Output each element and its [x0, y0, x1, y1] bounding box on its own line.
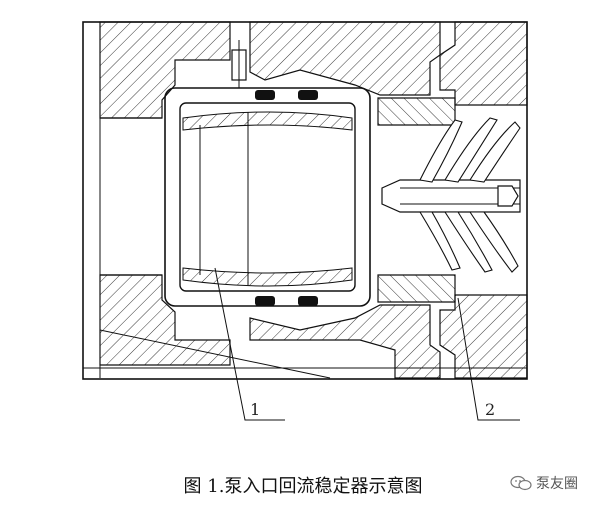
watermark-text: 泵友圈: [536, 476, 578, 492]
o-ring-bottom-right: [298, 296, 318, 306]
stabilizer-frame-inner: [179, 102, 356, 292]
casing-top-mid: [249, 21, 441, 96]
leader-line-1: [214, 267, 285, 421]
casing-bottom-left: [99, 274, 231, 366]
o-ring-top-right: [298, 90, 318, 100]
sleeve-upper: [377, 97, 456, 126]
watermark: 泵友圈: [510, 473, 578, 493]
callout-1: 1: [250, 400, 260, 419]
casing-bottom-mid: [249, 304, 441, 379]
figure-caption: 图 1.泵入口回流稳定器示意图: [183, 476, 423, 497]
o-ring-bottom-left: [255, 296, 275, 306]
leader-line-2: [457, 297, 520, 421]
wechat-icon: [510, 475, 532, 491]
o-ring-top-left: [255, 90, 275, 100]
pump-inlet-diagram: 1 2: [82, 21, 528, 421]
insert-bottom: [182, 267, 353, 287]
insert-top: [182, 111, 353, 131]
casing-bottom-right: [439, 294, 528, 379]
callout-2: 2: [485, 400, 495, 419]
shaft-nut: [497, 185, 519, 207]
casing-top-right: [439, 21, 528, 106]
sleeve-lower: [377, 274, 456, 303]
inducer-blades: [419, 117, 521, 273]
